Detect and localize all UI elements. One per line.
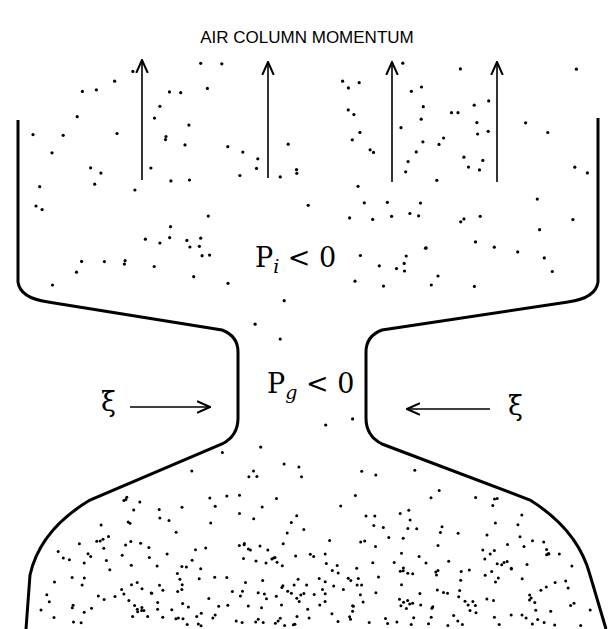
momentum-arrows [130,60,497,409]
air-particles [31,62,591,628]
velocity-symbol: ξ̇ [98,386,119,417]
tract-wall-right [366,118,606,629]
pressure-label: Pg < 0 [264,368,357,403]
velocity-symbol: ξ̇ [505,390,526,421]
tract-wall-left [18,120,238,629]
diagram-title: AIR COLUMN MOMENTUM [0,28,614,48]
pressure-label: Pi < 0 [252,242,339,277]
